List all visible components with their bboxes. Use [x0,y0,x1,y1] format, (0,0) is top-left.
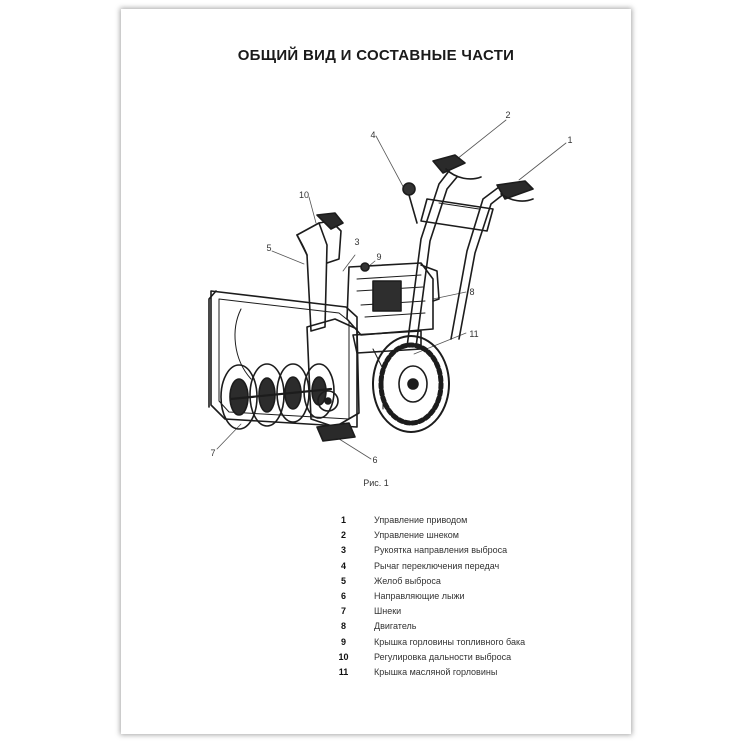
page-title: ОБЩИЙ ВИД И СОСТАВНЫЕ ЧАСТИ [237,47,515,64]
legend-text: Крышка горловины топливного бака [374,636,526,647]
legend-number: 10 [338,651,349,662]
legend-item: 7 Шнеки [326,604,525,619]
legend-item: 5 Желоб выброса [326,574,525,589]
legend-item: 3 Рукоятка направления выброса [326,543,525,558]
legend-text: Крышка масляной горловины [374,666,498,677]
legend-item: 4 Рычаг переключения передач [326,559,525,574]
legend-text: Направляющие лыжи [374,590,465,601]
legend-text: Двигатель [374,621,417,632]
callout-4: 4 [370,130,376,140]
legend-item: 6 Направляющие лыжи [326,589,525,604]
auger-group [220,363,335,430]
callout-11: 11 [469,329,479,339]
legend-item: 9 Крышка горловины топливного бака [326,635,525,650]
legend-item: 10 Регулировка дальности выброса [326,650,525,665]
legend-item: 11 Крышка масляной горловины [326,665,525,680]
engine-block [346,262,440,336]
legend-number: 9 [340,636,346,647]
legend-item: 8 Двигатель [326,619,525,634]
legend-text: Регулировка дальности выброса [374,651,512,662]
legend-number: 2 [340,530,346,541]
legend-number: 3 [340,545,346,556]
callout-1: 1 [567,135,573,145]
legend-number: 8 [340,621,346,632]
legend-number: 7 [340,606,346,617]
legend-number: 11 [338,666,349,677]
legend-number: 5 [340,575,346,586]
legend-text: Рукоятка направления выброса [374,545,508,556]
callout-10: 10 [298,190,309,200]
legend-text: Рычаг переключения передач [374,560,500,571]
legend-text: Шнеки [374,606,402,617]
callout-7: 7 [210,448,216,458]
legend-number: 4 [340,560,346,571]
callout-6: 6 [372,455,378,465]
legend-number: 6 [340,590,346,601]
legend-text: Управление приводом [374,515,468,525]
callout-5: 5 [266,243,272,253]
figure-caption: Рис. 1 [363,478,389,488]
document-page: ОБЩИЙ ВИД И СОСТАВНЫЕ ЧАСТИ [121,9,631,734]
callout-8: 8 [469,287,475,297]
legend-number: 1 [340,515,346,525]
wheel [372,335,450,433]
callout-3: 3 [354,237,360,247]
legend-text: Управление шнеком [374,530,459,541]
legend-item: 1 Управление приводом [326,513,525,528]
callout-2: 2 [505,110,511,120]
snow-blower-illustration: 1 2 3 4 5 6 7 8 9 10 11 [121,9,631,489]
callout-9: 9 [376,252,382,262]
snow-blower-drawing [208,119,567,460]
legend-text: Желоб выброса [374,575,441,586]
legend-item: 2 Управление шнеком [326,528,525,543]
